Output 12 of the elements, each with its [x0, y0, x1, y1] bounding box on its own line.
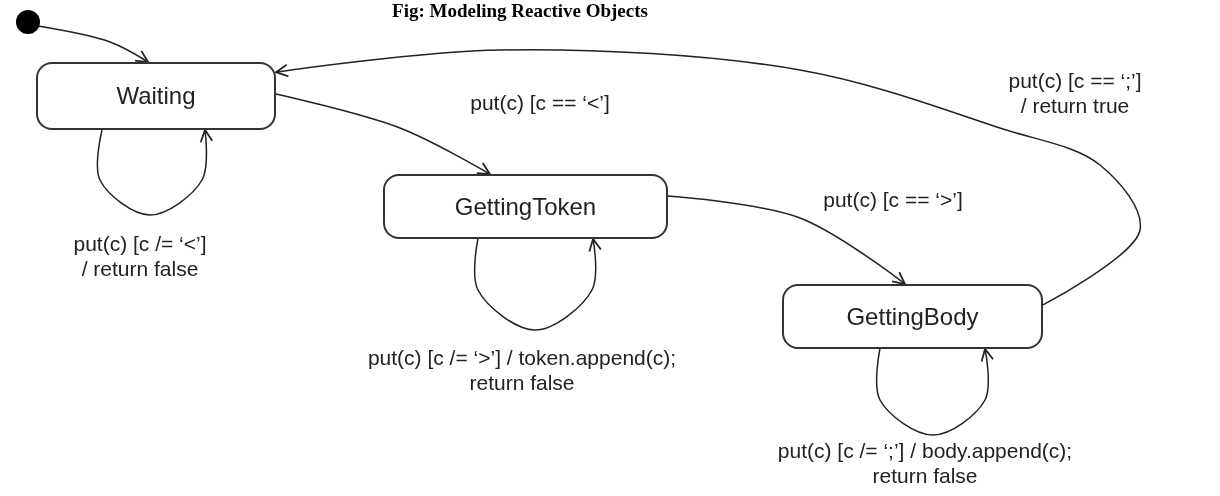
- state-box: GettingBody: [782, 284, 1043, 349]
- transition-arrow: [473, 238, 602, 331]
- transition-arrow: [275, 49, 1142, 306]
- initial-state: [16, 10, 40, 34]
- transition-arrow: [875, 348, 994, 436]
- transition-arrow: [667, 195, 906, 285]
- state-box: Waiting: [36, 62, 276, 130]
- transition-arrow: [37, 25, 149, 63]
- transition-arrow: [96, 129, 214, 216]
- state-box: GettingToken: [383, 174, 668, 239]
- transition-arrow: [275, 93, 491, 175]
- diagram-title: Fig: Modeling Reactive Objects: [392, 0, 648, 22]
